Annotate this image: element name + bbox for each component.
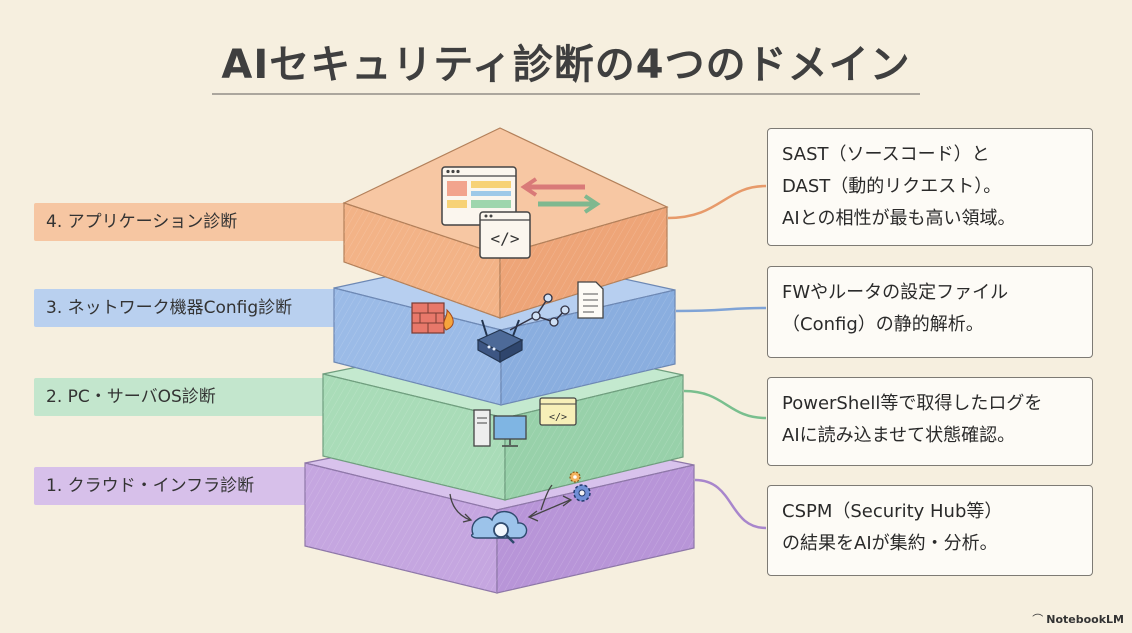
notebooklm-logo-icon: ⌒ <box>1032 613 1044 626</box>
layer-3-description-line: （Config）の静的解析。 <box>782 314 984 335</box>
layer-1-label: 1. クラウド・インフラ診断 <box>34 467 324 505</box>
router-icon <box>476 319 524 364</box>
layer-4-label: 4. アプリケーション診断 <box>34 203 352 241</box>
layer-3-label-text: 3. ネットワーク機器Config診断 <box>46 298 293 318</box>
connector-layer-4 <box>667 184 767 220</box>
layer-3-description-line: FWやルータの設定ファイル <box>782 282 1009 303</box>
layer-1-description: CSPM（Security Hub等） の結果をAIが集約・分析。 <box>767 485 1093 576</box>
connector-layer-1 <box>694 478 767 530</box>
cloud-search-icon <box>449 484 573 544</box>
layer-3-description: FWやルータの設定ファイル （Config）の静的解析。 <box>767 266 1093 358</box>
terminal-icon: </> <box>539 397 577 426</box>
connector-layer-2 <box>683 389 767 420</box>
gear-icon <box>569 471 591 502</box>
code-window-icon: </> <box>479 211 531 259</box>
notebooklm-watermark: ⌒NotebookLM <box>1032 611 1124 627</box>
browser-window-icon <box>441 166 517 226</box>
page-title: AIセキュリティ診断の4つのドメイン <box>221 42 911 88</box>
network-nodes-icon <box>509 293 570 331</box>
layer-4-description-line: DAST（動的リクエスト）。 <box>782 176 1002 197</box>
double-arrow-icon <box>520 177 601 214</box>
layer-2-description-line: AIに読み込ませて状態確認。 <box>782 425 1016 446</box>
layer-1-description-line: の結果をAIが集約・分析。 <box>782 533 998 554</box>
firewall-icon <box>411 302 454 334</box>
layer-2-label-text: 2. PC・サーバOS診断 <box>46 387 216 407</box>
layer-2-description: PowerShell等で取得したログを AIに読み込ませて状態確認。 <box>767 377 1093 466</box>
layer-4-description: SAST（ソースコード）と DAST（動的リクエスト）。 AIとの相性が最も高い… <box>767 128 1093 246</box>
watermark-text: NotebookLM <box>1046 613 1124 626</box>
computer-icon <box>473 409 527 447</box>
layer-1-description-line: CSPM（Security Hub等） <box>782 501 1003 522</box>
layer-4-description-line: AIとの相性が最も高い領域。 <box>782 208 1016 229</box>
connector-layer-3 <box>675 306 767 313</box>
svg-text:</>: </> <box>491 229 520 248</box>
document-icon <box>577 281 604 319</box>
layer-4-label-text: 4. アプリケーション診断 <box>46 212 238 232</box>
layer-1-label-text: 1. クラウド・インフラ診断 <box>46 476 255 496</box>
title-underline <box>212 93 920 95</box>
layer-3-label: 3. ネットワーク機器Config診断 <box>34 289 346 327</box>
layer-2-description-line: PowerShell等で取得したログを <box>782 393 1043 414</box>
svg-text:</>: </> <box>549 412 567 423</box>
layer-4-description-line: SAST（ソースコード）と <box>782 144 990 165</box>
layer-2-label: 2. PC・サーバOS診断 <box>34 378 334 416</box>
